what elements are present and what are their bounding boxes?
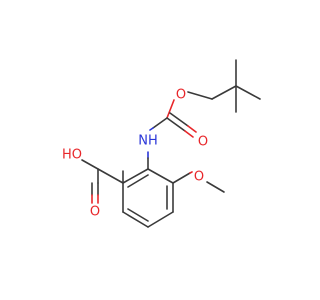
atom-label-o-carbonyl-boc: O [198,135,208,150]
bond-boc-carbonyl-double-b [169,112,189,127]
ring-double-1 [127,174,149,188]
molecule-diagram: O O NH O HO O [62,59,261,228]
bond-boc-carbonyl-o-a [184,130,194,138]
structure-svg: O O NH O HO O [62,59,261,228]
atom-label-nh: NH [138,134,158,149]
atom-label-ho-acid: HO [62,148,82,163]
ring-double-3 [127,208,149,222]
bond-tbu-methyl-right [235,85,261,100]
atom-label-o-methoxy: O [194,170,204,185]
bond-ring-to-omethoxy [172,172,191,184]
ring-bond-4 [122,211,149,228]
ring-bond-6 [122,168,149,184]
ring-bond-3 [147,211,174,228]
bond-carbonyl-to-n [152,117,168,129]
bond-cooh-to-ho [81,159,99,170]
bond-tbu-to-oester [187,91,213,100]
bond-oester-to-carbonyl [166,99,175,119]
bond-n-to-carbonyl-part [149,127,154,131]
atom-label-o-ester-boc: O [176,88,186,103]
bond-boc-carbonyl-o-b [187,125,197,133]
atom-label-o-carbonyl-acid: O [90,205,100,220]
bond-ring-ch2 [97,168,124,184]
bond-omethoxy-ring-part [189,171,193,174]
ring-bond-1 [147,168,174,184]
bond-omethoxy-to-methyl [206,181,225,193]
bond-tbu-methyl-left [211,85,237,100]
bond-boc-carbonyl-double-a [166,117,186,132]
